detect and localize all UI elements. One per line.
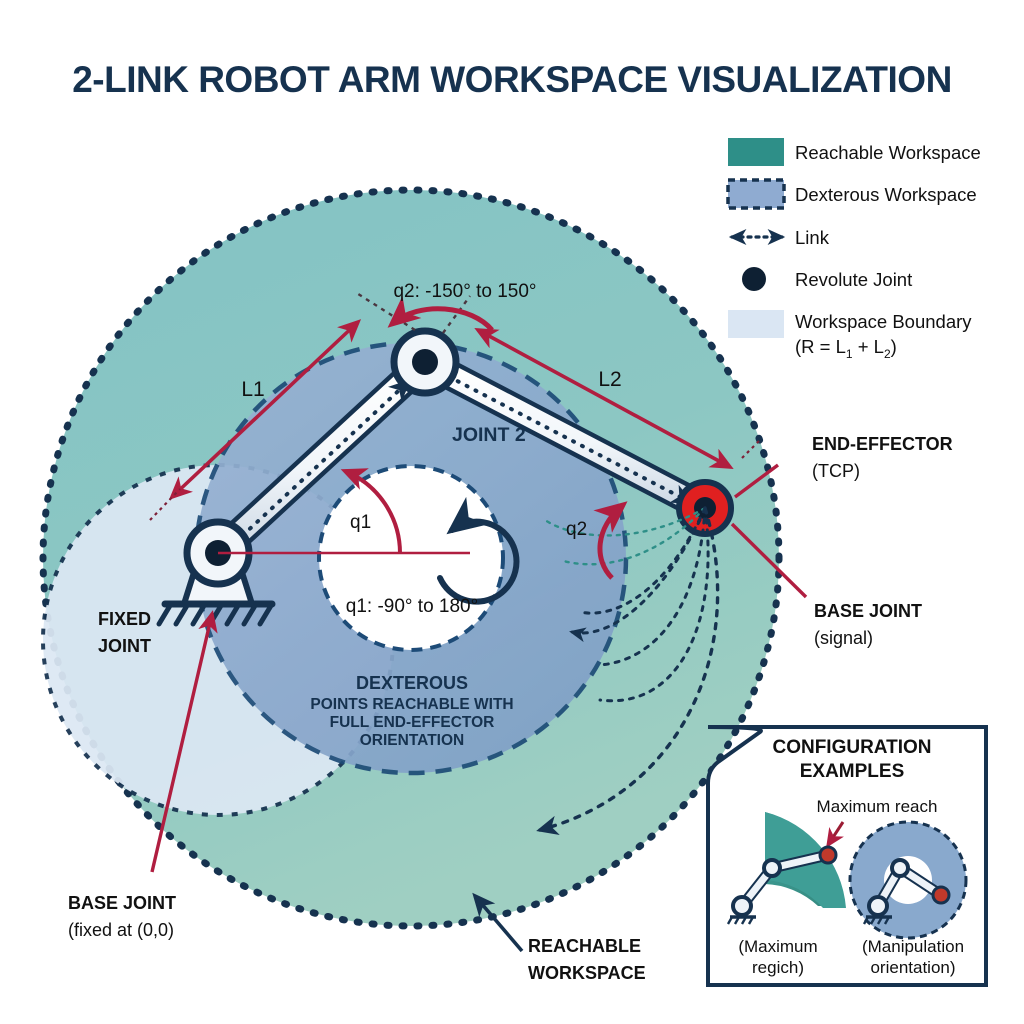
q2-elbow-arc xyxy=(593,501,628,580)
base-joint-fixed-callout: BASE JOINT (fixed at (0,0) xyxy=(68,610,218,940)
dexterous-line-2: FULL END-EFFECTOR xyxy=(330,714,495,731)
inset-elbow-joint-right xyxy=(890,858,910,878)
inset-example-manipulation xyxy=(848,820,968,940)
legend-label-revolute-joint: Revolute Joint xyxy=(795,269,912,290)
l2-dimension-arrow xyxy=(474,327,734,470)
reachable-workspace-line-1: REACHABLE xyxy=(528,936,641,956)
l2-extension-tick xyxy=(741,439,761,459)
base-joint-fixed-subtitle: (fixed at (0,0) xyxy=(68,920,174,940)
inset-caption-right-line-1: (Manipulation xyxy=(862,937,964,956)
joint-2[interactable] xyxy=(390,327,460,397)
inset-elbow-joint-left xyxy=(762,858,782,878)
end-effector-leader-line xyxy=(733,463,780,499)
inset-example-max-reach xyxy=(726,812,846,925)
dexterous-text-block: DEXTEROUS POINTS REACHABLE WITH FULL END… xyxy=(310,673,513,749)
legend-label-link: Link xyxy=(795,227,830,248)
l1-dimension-arrow xyxy=(168,319,362,500)
q2-label: q2 xyxy=(566,519,587,540)
l1-label: L1 xyxy=(241,378,264,401)
dexterous-heading: DEXTEROUS xyxy=(356,673,468,693)
inset-maximum-reach-arrow xyxy=(826,821,845,848)
reachable-workspace-callout: REACHABLE WORKSPACE xyxy=(472,892,646,983)
link-dimension-arrows: L1 L2 xyxy=(149,319,761,521)
configuration-examples-inset: CONFIGURATION EXAMPLES Maximum reach xyxy=(706,725,988,987)
inset-base-joint-left xyxy=(731,895,753,917)
dexterous-line-3: ORIENTATION xyxy=(360,732,464,749)
base-joint-signal-leader-line xyxy=(730,522,808,599)
legend-swatch-dexterous-workspace xyxy=(726,178,786,210)
legend: Reachable Workspace Dexterous Workspace … xyxy=(726,138,981,361)
inset-caption-left-line-2: regich) xyxy=(752,958,804,977)
inset-caption-right-line-2: orientation) xyxy=(870,958,955,977)
end-effector-title: END-EFFECTOR xyxy=(812,434,953,454)
fixed-joint-line-2: JOINT xyxy=(98,636,151,656)
legend-label-workspace-boundary: Workspace Boundary xyxy=(795,311,972,332)
fixed-joint-line-1: FIXED xyxy=(98,609,151,629)
page-title: 2-LINK ROBOT ARM WORKSPACE VISUALIZATION xyxy=(72,59,952,100)
base-joint-signal-subtitle: (signal) xyxy=(814,628,873,648)
dexterous-workspace-inner-hole xyxy=(317,464,505,652)
l1-extension-tick xyxy=(149,488,181,521)
base-joint-signal-title: BASE JOINT xyxy=(814,601,922,621)
legend-swatch-workspace-boundary xyxy=(728,310,784,338)
legend-label-workspace-boundary-formula: (R = L1 + L2) xyxy=(795,336,897,361)
reachable-workspace-line-2: WORKSPACE xyxy=(528,963,646,983)
q2-angle-group: q2: -150° to 150° q2 xyxy=(354,281,628,580)
inset-maximum-reach-label: Maximum reach xyxy=(817,797,938,816)
filled-circle-icon xyxy=(742,267,766,291)
inset-end-effector-right xyxy=(931,885,951,905)
base-joint-fixed-title: BASE JOINT xyxy=(68,893,176,913)
base-joint-fixed-leader-arrow xyxy=(150,610,218,873)
q1-label: q1 xyxy=(350,512,371,533)
q2-arc xyxy=(387,295,494,332)
dexterous-line-1: POINTS REACHABLE WITH xyxy=(310,696,513,713)
q1-rotation-swirl-icon xyxy=(437,496,520,605)
end-effector-orientation-fan xyxy=(536,506,720,835)
joint-2-label: JOINT 2 xyxy=(452,424,526,446)
q1-range-label: q1: -90° to 180° xyxy=(346,596,478,617)
inset-heading-line-1: CONFIGURATION xyxy=(772,737,931,758)
legend-label-reachable-workspace: Reachable Workspace xyxy=(795,142,981,163)
q2-guide-right xyxy=(442,295,471,334)
legend-label-dexterous-workspace: Dexterous Workspace xyxy=(795,184,977,205)
end-effector-subtitle: (TCP) xyxy=(812,461,860,481)
base-joint-signal-callout: BASE JOINT (signal) xyxy=(730,522,922,648)
reachable-workspace-leader-arrow xyxy=(472,892,524,953)
inset-base-joint-right xyxy=(867,895,889,917)
q2-range-label: q2: -150° to 150° xyxy=(393,281,536,302)
fixed-joint-label: FIXED JOINT xyxy=(98,609,151,656)
end-effector-callout: END-EFFECTOR (TCP) xyxy=(733,434,953,499)
inset-end-effector-left xyxy=(818,845,838,865)
inset-caption-left-line-1: (Maximum xyxy=(738,937,817,956)
l2-label: L2 xyxy=(598,368,621,391)
inset-heading-line-2: EXAMPLES xyxy=(800,761,905,782)
legend-swatch-reachable-workspace xyxy=(728,138,784,166)
